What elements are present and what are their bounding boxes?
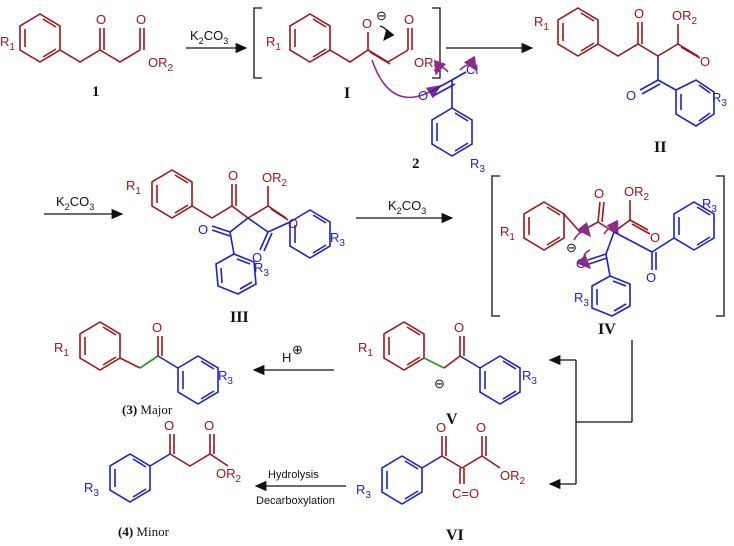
compound-II: O OR2 O R1 O R3 II bbox=[534, 6, 727, 156]
compound-III: O OR2 O R1 O R3 O R3 III bbox=[126, 168, 345, 326]
reagent-k2co3: K2CO3 bbox=[388, 198, 426, 216]
o-label: O bbox=[228, 168, 238, 183]
negative-charge: ⊖ bbox=[566, 240, 577, 255]
o-label: O bbox=[136, 12, 146, 27]
r1-label: R1 bbox=[358, 340, 373, 359]
r1-label: R1 bbox=[266, 34, 281, 53]
compound-number-II: II bbox=[654, 139, 666, 156]
arrow-k2co3-3: K2CO3 bbox=[356, 198, 454, 224]
or2-label: OR2 bbox=[148, 55, 174, 74]
o-label: O bbox=[96, 12, 106, 27]
r1-label: R1 bbox=[126, 178, 141, 197]
r3-label: R3 bbox=[574, 290, 589, 309]
o-label: O bbox=[436, 420, 446, 435]
o-label: O bbox=[650, 230, 660, 245]
o-label: O bbox=[252, 250, 262, 265]
r3-label: R3 bbox=[330, 230, 345, 249]
o-label: O bbox=[204, 418, 214, 433]
r3-label: R3 bbox=[470, 156, 485, 175]
product-4: R3 O O OR2 (4) Minor bbox=[84, 418, 242, 539]
branch-connector bbox=[548, 340, 633, 490]
or2-label: OR2 bbox=[262, 170, 288, 189]
positive-charge: ⊕ bbox=[292, 342, 303, 357]
or2-label: OR2 bbox=[414, 55, 440, 74]
o-label: O bbox=[362, 16, 372, 31]
arrow-k2co3-2: K2CO3 bbox=[44, 194, 124, 220]
intermediate-I: O ⊖ O OR2 R1 I bbox=[253, 7, 441, 102]
o-label: O bbox=[626, 88, 636, 103]
r3-label: R3 bbox=[702, 196, 717, 215]
or2-label: OR2 bbox=[624, 184, 650, 203]
reagent-k2co3: K2CO3 bbox=[56, 194, 94, 212]
intermediate-IV: O OR2 O R1 ⊖ O R3 O R3 IV bbox=[491, 175, 725, 338]
intermediate-V: R1 O ⊖ R3 V bbox=[358, 320, 537, 428]
r3-label: R3 bbox=[84, 480, 99, 499]
or2-label: OR2 bbox=[216, 466, 242, 485]
compound-1: O O OR2 R1 1 bbox=[0, 12, 174, 100]
o-label: O bbox=[646, 270, 656, 285]
or2-label: OR2 bbox=[672, 8, 698, 27]
product-3-caption: (3) Major bbox=[122, 402, 173, 417]
arrow-hydrolysis: Hydrolysis Decarboxylation bbox=[254, 469, 346, 507]
product-4-caption: (4) Minor bbox=[118, 524, 170, 539]
reagent-hydrolysis: Hydrolysis bbox=[268, 469, 319, 481]
r3-label: R3 bbox=[254, 260, 269, 279]
ketene-label: C=O bbox=[452, 486, 479, 501]
compound-number-VI: VI bbox=[446, 527, 464, 544]
arrow-k2co3-1: K2CO3 bbox=[186, 28, 248, 54]
o-label: O bbox=[418, 88, 428, 103]
reagent-k2co3: K2CO3 bbox=[190, 28, 228, 46]
r3-label: R3 bbox=[712, 90, 727, 109]
r3-label: R3 bbox=[356, 482, 371, 501]
o-label: O bbox=[198, 222, 208, 237]
r3-label: R3 bbox=[218, 368, 233, 387]
r1-label: R1 bbox=[54, 340, 69, 359]
or2-label: OR2 bbox=[500, 468, 526, 487]
compound-number-2: 2 bbox=[412, 156, 420, 172]
compound-2: O Cl R3 2 bbox=[412, 55, 485, 175]
negative-charge: ⊖ bbox=[434, 376, 445, 391]
proton-label: H bbox=[282, 350, 291, 365]
o-label: O bbox=[152, 320, 162, 335]
compound-number-1: 1 bbox=[92, 84, 100, 100]
negative-charge: ⊖ bbox=[376, 8, 387, 23]
compound-number-I: I bbox=[344, 85, 350, 102]
intermediate-VI: R3 O O OR2 C=O VI bbox=[356, 420, 526, 544]
o-label: O bbox=[594, 186, 604, 201]
compound-number-V: V bbox=[446, 411, 458, 428]
o-label: O bbox=[404, 12, 414, 27]
o-label: O bbox=[164, 418, 174, 433]
o-label: O bbox=[476, 420, 486, 435]
r1-label: R1 bbox=[534, 14, 549, 33]
reagent-decarboxylation: Decarboxylation bbox=[256, 495, 335, 507]
arrow-protonation: H ⊕ bbox=[252, 342, 334, 376]
product-3: R1 O R3 (3) Major bbox=[54, 320, 233, 417]
r1-label: R1 bbox=[500, 224, 515, 243]
compound-number-IV: IV bbox=[598, 321, 616, 338]
o-label: O bbox=[288, 216, 298, 231]
r1-label: R1 bbox=[0, 34, 15, 53]
r3-label: R3 bbox=[522, 368, 537, 387]
compound-number-III: III bbox=[230, 309, 249, 326]
o-label: O bbox=[634, 6, 644, 21]
o-label: O bbox=[454, 320, 464, 335]
o-label: O bbox=[700, 54, 710, 69]
